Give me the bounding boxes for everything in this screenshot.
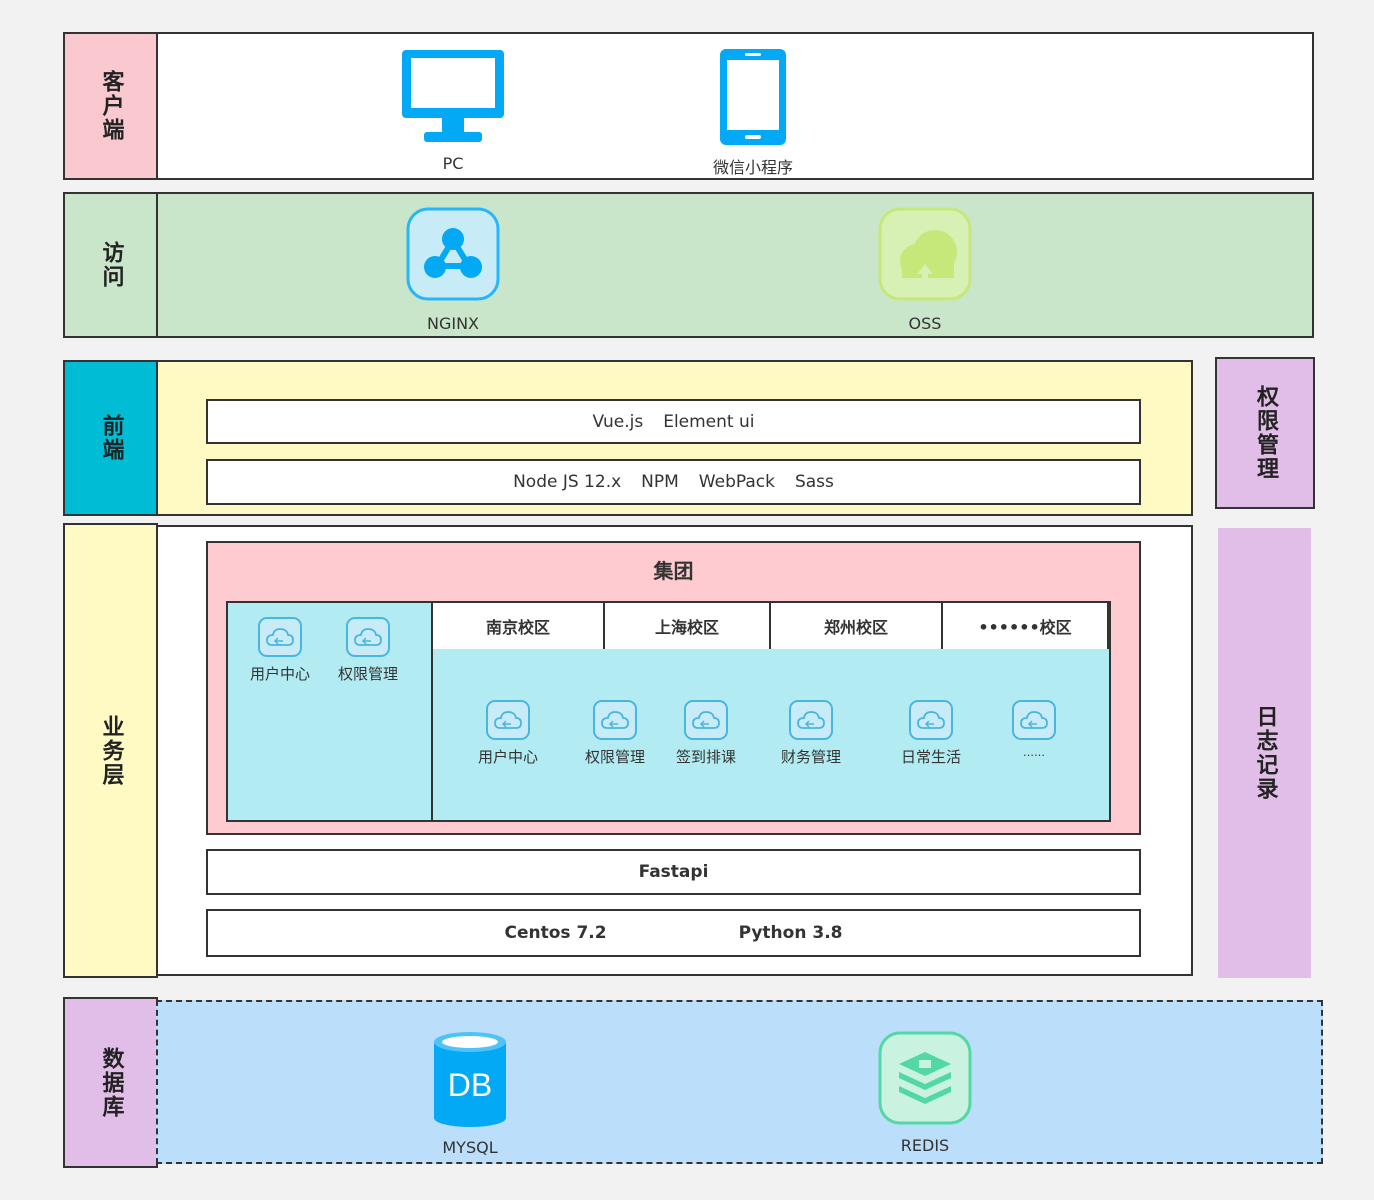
vue-label: Vue.js	[592, 411, 644, 432]
oss-label: OSS	[908, 314, 942, 333]
campus-service-daily-life: 日常生活	[886, 700, 976, 767]
frontend-tooling-bar: Node JS 12.x NPM WebPack Sass	[206, 459, 1141, 505]
client-layer-label: 客户端	[63, 32, 158, 180]
access-layer-band: NGINX OSS	[156, 192, 1314, 338]
redis-node: REDIS	[870, 1030, 980, 1155]
redis-label: REDIS	[900, 1136, 950, 1155]
group-box: 集团 用户中心 权限管理 南京校区 上海校区 郑州校区 ••••••校区 用户中…	[206, 541, 1141, 835]
database-layer-band: DB MYSQL REDIS	[156, 1000, 1323, 1164]
nginx-node: NGINX	[398, 206, 508, 333]
group-service-user-center: 用户中心	[235, 617, 325, 684]
element-ui-label: Element ui	[663, 411, 755, 432]
nginx-icon	[406, 207, 500, 301]
sass-label: Sass	[794, 472, 834, 492]
python-label: Python 3.8	[738, 923, 843, 943]
campus-service-more: ……	[989, 700, 1079, 759]
group-services-panel: 用户中心 权限管理	[226, 601, 433, 822]
wechat-label: 微信小程序	[712, 158, 793, 177]
pc-label: PC	[442, 154, 464, 173]
business-layer-label: 业务层	[63, 523, 158, 978]
redis-icon	[878, 1031, 972, 1125]
campus-shanghai: 上海校区	[605, 603, 771, 649]
phone-icon	[720, 49, 786, 145]
cloud-icon	[601, 711, 629, 729]
cloud-icon	[1020, 711, 1048, 729]
client-layer-band: PC 微信小程序	[156, 32, 1314, 180]
framework-bar: Fastapi	[206, 849, 1141, 895]
pc-client: PC	[398, 48, 508, 173]
campus-header	[433, 603, 1109, 649]
group-title: 集团	[653, 559, 694, 583]
log-record-panel: 日志记录	[1218, 528, 1311, 978]
db-icon: DB	[434, 1032, 506, 1127]
npm-label: NPM	[641, 472, 679, 492]
frontend-framework-bar: Vue.js Element ui	[206, 399, 1141, 444]
mysql-label: MYSQL	[442, 1138, 498, 1157]
runtime-env-bar: Centos 7.2 Python 3.8	[206, 909, 1141, 957]
wechat-client: 微信小程序	[693, 48, 813, 178]
campus-service-permission: 权限管理	[570, 700, 660, 767]
cloud-icon	[692, 711, 720, 729]
frontend-layer-band: Vue.js Element ui Node JS 12.x NPM WebPa…	[156, 360, 1193, 516]
business-layer-band: 集团 用户中心 权限管理 南京校区 上海校区 郑州校区 ••••••校区 用户中…	[156, 525, 1193, 976]
campus-zhengzhou: 郑州校区	[771, 603, 943, 649]
campus-nanjing: 南京校区	[433, 603, 605, 649]
cloud-icon	[797, 711, 825, 729]
cloud-icon	[494, 711, 522, 729]
group-service-permission: 权限管理	[323, 617, 413, 684]
cloud-icon	[266, 628, 294, 646]
campus-service-scheduling: 签到排课	[661, 700, 751, 767]
db-badge: DB	[448, 1067, 492, 1103]
cloud-icon	[354, 628, 382, 646]
campus-service-user-center: 用户中心	[463, 700, 553, 767]
node-label: Node JS 12.x	[513, 472, 622, 492]
campus-body	[433, 649, 1109, 820]
auth-management-panel: 权限管理	[1215, 357, 1315, 509]
frontend-layer-label: 前端	[63, 360, 158, 516]
fastapi-label: Fastapi	[638, 862, 709, 882]
centos-label: Centos 7.2	[504, 923, 607, 943]
monitor-icon	[402, 50, 504, 142]
oss-icon	[878, 207, 972, 301]
cloud-icon	[917, 711, 945, 729]
webpack-label: WebPack	[698, 472, 775, 492]
access-layer-label: 访问	[63, 192, 158, 338]
campus-more: ••••••校区	[943, 603, 1109, 649]
oss-node: OSS	[870, 206, 980, 333]
mysql-node: DB MYSQL	[415, 1030, 525, 1157]
campus-service-finance: 财务管理	[766, 700, 856, 767]
campus-panel: 南京校区 上海校区 郑州校区 ••••••校区 用户中心 权限管理 签到排课 财…	[431, 601, 1111, 822]
database-layer-label: 数据库	[63, 997, 158, 1168]
nginx-label: NGINX	[426, 314, 479, 333]
